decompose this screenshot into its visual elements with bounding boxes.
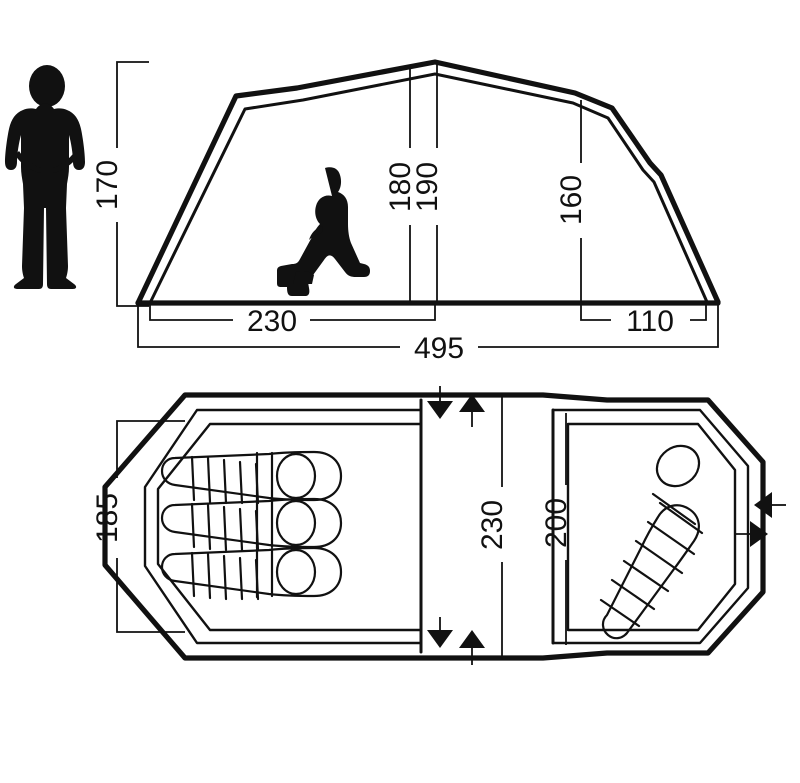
dimension-200-depth: 200 [540, 413, 573, 645]
right-cabin-inner-liner [566, 422, 737, 632]
right-cabin-inner-boundary [551, 408, 750, 645]
dimension-185-width: 185 [91, 420, 185, 633]
dimension-200-depth-label: 200 [540, 498, 573, 548]
left-cabin-inner-boundary [143, 408, 423, 645]
dimension-160-label: 160 [555, 175, 588, 225]
side-view-group: 170 180 190 [5, 59, 721, 365]
dimension-190: 190 [411, 62, 444, 303]
entry-arrow-top [427, 386, 485, 427]
dimension-230-length-label: 230 [247, 305, 297, 338]
dimension-495-length: 495 [137, 305, 719, 365]
dimension-230-width-label: 230 [476, 500, 509, 550]
entry-arrow-right [735, 492, 786, 547]
floor-plan-outer-outline [102, 392, 766, 661]
dimension-170-label: 170 [91, 160, 124, 210]
sleeping-bag-left-2 [160, 546, 343, 601]
dimension-495-length-label: 495 [414, 332, 464, 365]
dimension-160: 160 [555, 100, 588, 303]
dimension-110-length-label: 110 [626, 305, 674, 338]
dimension-185-width-label: 185 [91, 493, 124, 543]
sleeping-bag-left-3 [160, 497, 343, 552]
sleeping-bag-right-diagonal [599, 444, 704, 640]
tent-inner-profile [148, 72, 709, 305]
sitting-person-silhouette [277, 167, 370, 296]
sleeping-bag-left-1 [160, 450, 343, 505]
dimension-230-length: 230 [149, 305, 436, 338]
entry-arrow-bottom [427, 617, 485, 665]
dimension-110-length: 110 [580, 305, 707, 338]
standing-person-silhouette [5, 65, 85, 289]
dimension-170: 170 [91, 61, 149, 307]
dimension-180-label: 180 [384, 162, 417, 212]
dimension-180: 180 [384, 68, 417, 303]
dimension-190-label: 190 [411, 162, 444, 212]
left-cabin-inner-liner [156, 422, 423, 632]
dimension-230-width: 230 [476, 393, 509, 660]
floor-plan-group: 185 230 200 [91, 386, 786, 665]
tent-outer-fly-profile [135, 59, 721, 306]
